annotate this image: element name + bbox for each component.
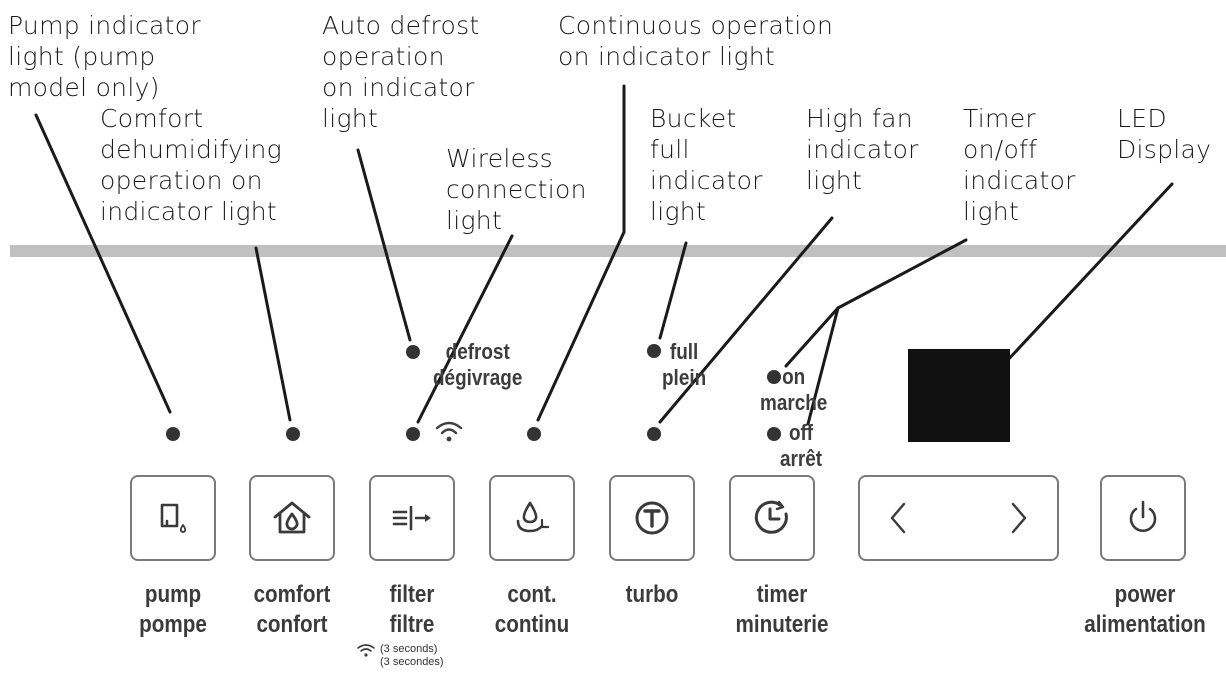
timer-button[interactable] — [729, 475, 815, 561]
indicator-dot-continuous — [527, 427, 541, 441]
led-display — [908, 349, 1010, 442]
indicator-label-on: on marche — [760, 364, 828, 415]
power-button[interactable] — [1100, 475, 1186, 561]
pump-icon — [153, 498, 193, 538]
leader-auto-defrost — [356, 148, 412, 342]
right-arrow-icon[interactable] — [1009, 501, 1029, 535]
turbo-t-icon — [630, 496, 674, 540]
power-icon — [1121, 496, 1165, 540]
timer-button-label: timer minuterie — [735, 581, 829, 638]
left-arrow-icon[interactable] — [888, 501, 908, 535]
continuous-button[interactable] — [489, 475, 575, 561]
leader-comfort — [254, 246, 292, 422]
filter-hold-note: (3 seconds) (3 secondes) — [380, 643, 444, 668]
filter-note-wifi-icon — [356, 642, 376, 662]
leader-led-display — [976, 182, 1174, 394]
arrows-button[interactable] — [858, 475, 1059, 561]
callout-high-fan: High fan indicator light — [806, 104, 919, 195]
leader-timer-on — [784, 238, 968, 368]
continuous-button-label: cont. continu — [494, 581, 570, 638]
indicator-dot-full — [647, 344, 661, 358]
filter-icon — [390, 503, 434, 533]
indicator-dot-timer-on — [767, 370, 781, 384]
callout-continuous: Continuous operation on indicator light — [558, 11, 834, 71]
comfort-button-label: comfort confort — [253, 581, 331, 638]
indicator-dot-timer-off — [767, 427, 781, 441]
wifi-icon — [434, 418, 464, 448]
callout-comfort-indicator: Comfort dehumidifying operation on indic… — [100, 104, 282, 226]
pump-button[interactable] — [130, 475, 216, 561]
callout-led-display: LED Display — [1117, 104, 1212, 164]
indicator-label-full: full plein — [662, 339, 707, 390]
power-button-label: power alimentation — [1084, 581, 1206, 638]
leader-bucket-full — [658, 241, 688, 340]
pump-button-label: pump pompe — [139, 581, 207, 638]
leader-timer-off — [806, 306, 840, 426]
indicator-dot-turbo — [647, 427, 661, 441]
turbo-button[interactable] — [609, 475, 695, 561]
callout-pump-indicator: Pump indicator light (pump model only) — [8, 11, 201, 102]
indicator-dot-wireless — [406, 427, 420, 441]
filter-button-label: filter filtre — [389, 581, 435, 638]
house-droplet-icon — [270, 496, 314, 540]
timer-clock-icon — [750, 496, 794, 540]
filter-button[interactable] — [369, 475, 455, 561]
leader-continuous — [536, 84, 626, 422]
leader-wireless — [416, 234, 514, 424]
indicator-dot-defrost — [406, 345, 420, 359]
leader-high-fan — [658, 216, 834, 424]
leader-pump — [34, 113, 172, 414]
panel-top-edge — [10, 245, 1226, 257]
comfort-button[interactable] — [249, 475, 335, 561]
indicator-dot-comfort — [286, 427, 300, 441]
indicator-label-defrost: defrost dégivrage — [433, 339, 523, 390]
droplet-cycle-icon — [510, 496, 554, 540]
callout-bucket-full: Bucket full indicator light — [650, 104, 763, 226]
callout-auto-defrost: Auto defrost operation on indicator ligh… — [322, 11, 480, 133]
callout-wireless: Wireless connection light — [446, 144, 587, 235]
turbo-button-label: turbo — [625, 581, 679, 608]
indicator-dot-pump — [166, 427, 180, 441]
callout-timer: Timer on/off indicator light — [963, 104, 1076, 226]
indicator-label-off: off arrêt — [780, 420, 823, 471]
